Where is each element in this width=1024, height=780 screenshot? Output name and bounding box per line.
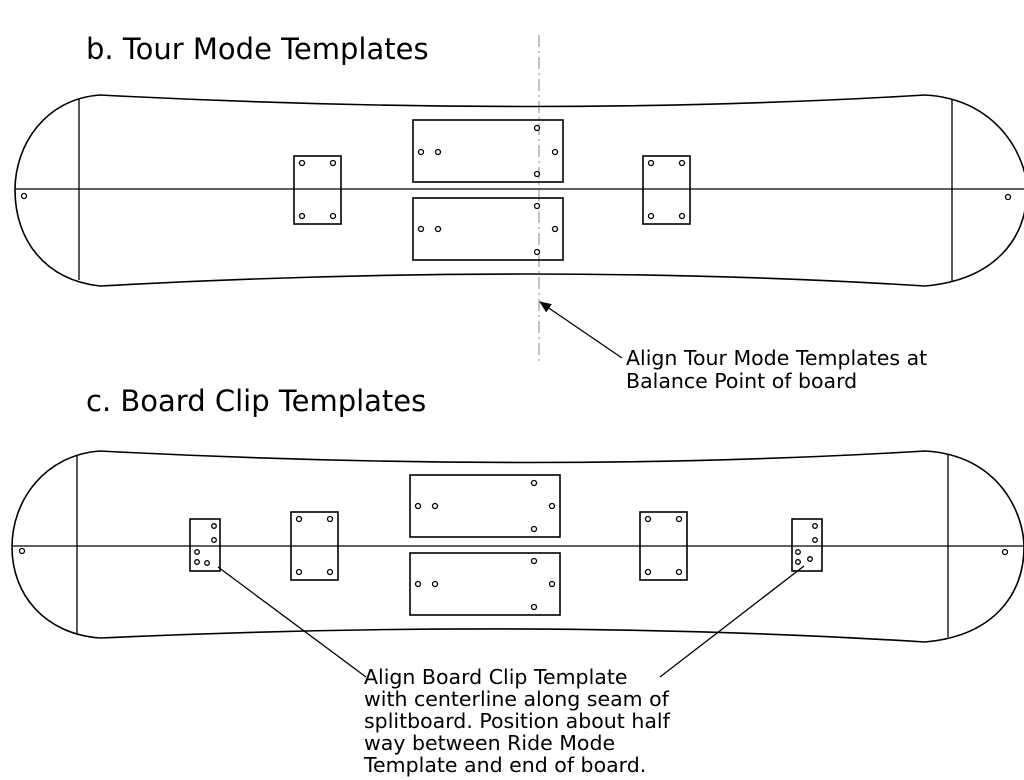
section-c: c. Board Clip Templates bbox=[11, 384, 1024, 777]
board-clip-note: Align Board Clip Template with centerlin… bbox=[363, 665, 676, 777]
clip-note-line-3: splitboard. Position about half bbox=[364, 709, 671, 733]
tour-nose-hole bbox=[20, 192, 28, 200]
tour-center-template-top bbox=[412, 119, 564, 183]
clip-center-template-top bbox=[409, 474, 561, 538]
section-c-title: c. Board Clip Templates bbox=[86, 384, 426, 418]
balance-point-note: Align Tour Mode Templates at Balance Poi… bbox=[626, 346, 934, 393]
tour-right-template bbox=[642, 155, 691, 225]
tour-left-template bbox=[293, 155, 342, 225]
clip-right-leader bbox=[659, 565, 805, 678]
balance-point-arrow bbox=[539, 301, 623, 359]
clip-right-template bbox=[791, 518, 823, 572]
section-b-title: b. Tour Mode Templates bbox=[86, 32, 429, 66]
clip-note-line-5: Template and end of board. bbox=[363, 753, 646, 777]
clip-note-line-4: way between Ride Mode bbox=[364, 731, 615, 755]
clip-tail-hole bbox=[1001, 548, 1009, 556]
tour-board-outline bbox=[14, 94, 1024, 287]
clip-left-leader bbox=[217, 566, 367, 678]
clip-board-outline bbox=[11, 450, 1024, 643]
clip-nose-hole bbox=[18, 547, 26, 555]
clip-note-line-2: with centerline along seam of bbox=[364, 687, 670, 711]
tour-center-template-bottom bbox=[412, 197, 564, 261]
clip-note-line-1: Align Board Clip Template bbox=[364, 665, 627, 689]
balance-note-line-1: Align Tour Mode Templates at bbox=[626, 346, 927, 370]
section-b: b. Tour Mode Templates bbox=[14, 32, 1024, 393]
clip-right-binding-template bbox=[639, 511, 688, 581]
clip-left-binding-template bbox=[290, 511, 339, 581]
clip-left-template bbox=[189, 518, 221, 572]
balance-note-line-2: Balance Point of board bbox=[626, 369, 857, 393]
tour-tail-hole bbox=[1004, 193, 1012, 201]
clip-center-template-bottom bbox=[409, 552, 561, 616]
